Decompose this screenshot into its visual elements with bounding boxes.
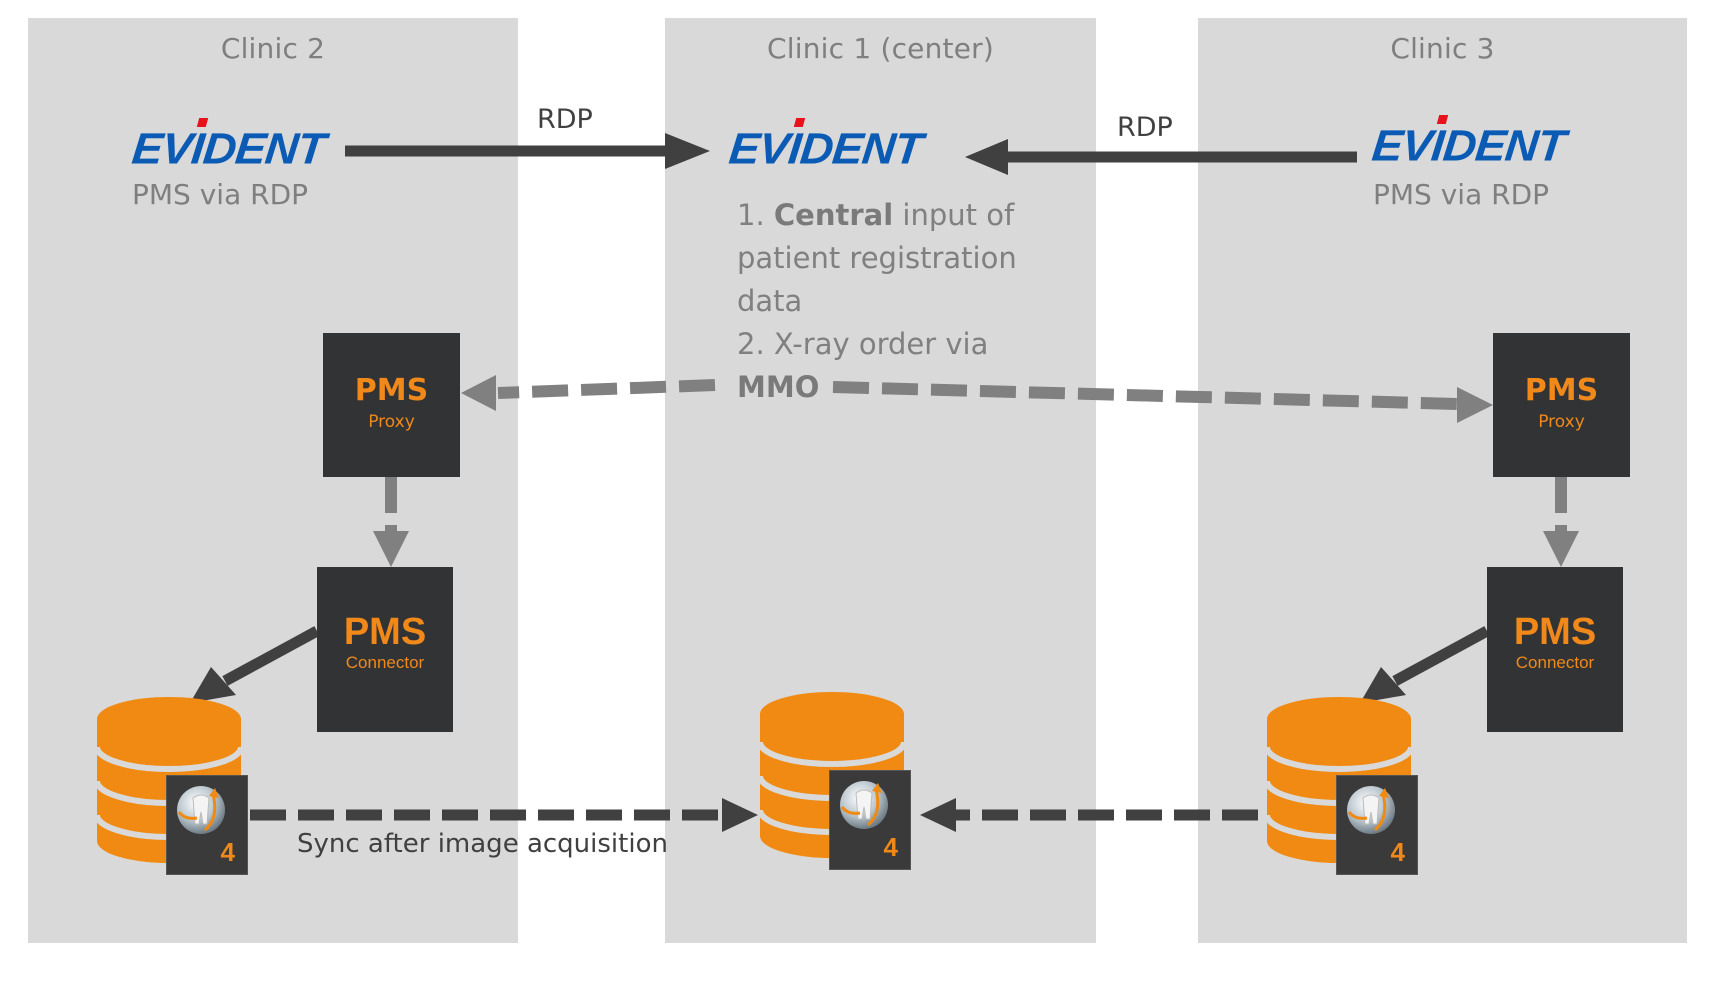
clinic-2-subtitle: PMS via RDP bbox=[132, 178, 309, 211]
proxy-subtitle: Proxy bbox=[368, 412, 415, 432]
app-badge: 4 bbox=[166, 775, 248, 875]
proxy-to-connector-arrow-right bbox=[1543, 477, 1579, 567]
note-bold-central: Central bbox=[773, 198, 894, 232]
tooth-globe-icon bbox=[177, 786, 225, 834]
connector-title: PMS bbox=[1513, 611, 1597, 653]
proxy-subtitle: Proxy bbox=[1538, 412, 1585, 432]
pms-connector-clinic-3[interactable]: PMS Connector bbox=[1487, 567, 1623, 732]
mmo-arrow-to-clinic2-proxy bbox=[461, 375, 716, 411]
sync-label: Sync after image acquisition bbox=[297, 829, 668, 859]
database-clinic-3[interactable]: 4 bbox=[1264, 697, 1418, 875]
clinic-3-title: Clinic 3 bbox=[1390, 32, 1495, 65]
clinic-2-title: Clinic 2 bbox=[220, 32, 326, 65]
database-clinic-1[interactable]: 4 bbox=[757, 692, 911, 872]
sync-arrow-clinic3-to-center bbox=[920, 798, 1258, 832]
connector-subtitle: Connector bbox=[345, 653, 425, 672]
center-note: 1. Central input of patient registration… bbox=[737, 194, 1017, 409]
app-badge: 4 bbox=[1336, 775, 1418, 875]
app-badge: 4 bbox=[829, 770, 911, 870]
note-line-3: data bbox=[737, 284, 803, 318]
pms-connector-clinic-2[interactable]: PMS Connector bbox=[317, 567, 453, 732]
pms-proxy-clinic-2[interactable]: PMS Proxy bbox=[323, 333, 460, 477]
badge-number: 4 bbox=[220, 837, 235, 867]
proxy-title: PMS bbox=[1524, 373, 1599, 408]
note-bold-mmo: MMO bbox=[737, 370, 820, 404]
clinic-1-title: Clinic 1 (center) bbox=[767, 32, 994, 65]
rdp-label-left: RDP bbox=[537, 104, 593, 135]
proxy-title: PMS bbox=[354, 373, 429, 408]
tooth-globe-icon bbox=[1347, 786, 1395, 834]
clinic-3-subtitle: PMS via RDP bbox=[1373, 178, 1550, 211]
connector-title: PMS bbox=[343, 611, 427, 653]
note-line-1: 1. Central input of bbox=[737, 198, 1015, 232]
note-line-2: patient registration bbox=[737, 241, 1017, 275]
pms-proxy-clinic-3[interactable]: PMS Proxy bbox=[1493, 333, 1630, 477]
sync-arrow-clinic2-to-center bbox=[250, 798, 758, 832]
tooth-globe-icon bbox=[840, 781, 888, 829]
badge-number: 4 bbox=[883, 832, 898, 862]
rdp-arrow-clinic2-to-center bbox=[345, 133, 710, 169]
connector-to-db-arrow-left bbox=[190, 626, 320, 703]
note-line-5: MMO bbox=[737, 366, 1017, 409]
note-line-4: 2. X-ray order via bbox=[737, 327, 989, 361]
connector-to-db-arrow-right bbox=[1360, 626, 1490, 703]
proxy-to-connector-arrow-left bbox=[373, 477, 409, 567]
mmo-arrow-to-clinic3-proxy bbox=[832, 381, 1493, 423]
rdp-label-right: RDP bbox=[1117, 112, 1173, 143]
connector-subtitle: Connector bbox=[1515, 653, 1595, 672]
rdp-arrow-clinic3-to-center bbox=[965, 139, 1357, 175]
badge-number: 4 bbox=[1390, 837, 1405, 867]
database-clinic-2[interactable]: 4 bbox=[94, 697, 248, 875]
